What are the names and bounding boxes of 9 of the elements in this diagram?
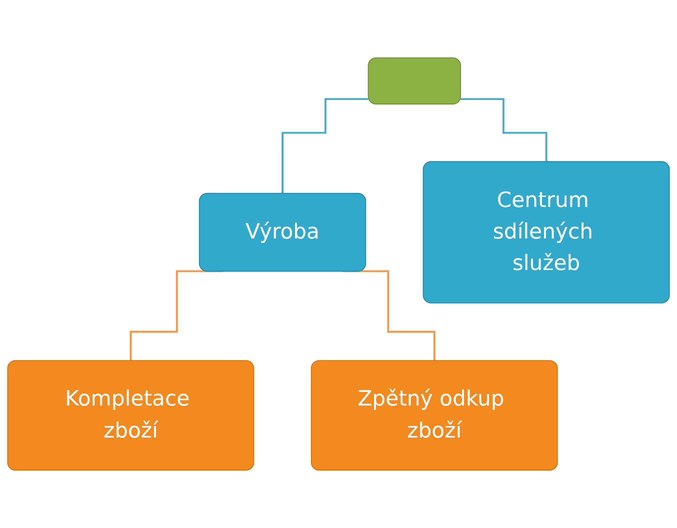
- connector: [282, 98, 368, 194]
- connector: [460, 98, 548, 163]
- node-box: Kompletace zboží: [7, 360, 254, 471]
- node-box: Výroba: [198, 192, 366, 272]
- node-box: Zpětný odkup zboží: [310, 360, 558, 471]
- node-box: [368, 57, 462, 104]
- node-box: Centrum sdílených služeb: [422, 161, 670, 304]
- connector: [130, 270, 224, 362]
- connector: [342, 270, 436, 362]
